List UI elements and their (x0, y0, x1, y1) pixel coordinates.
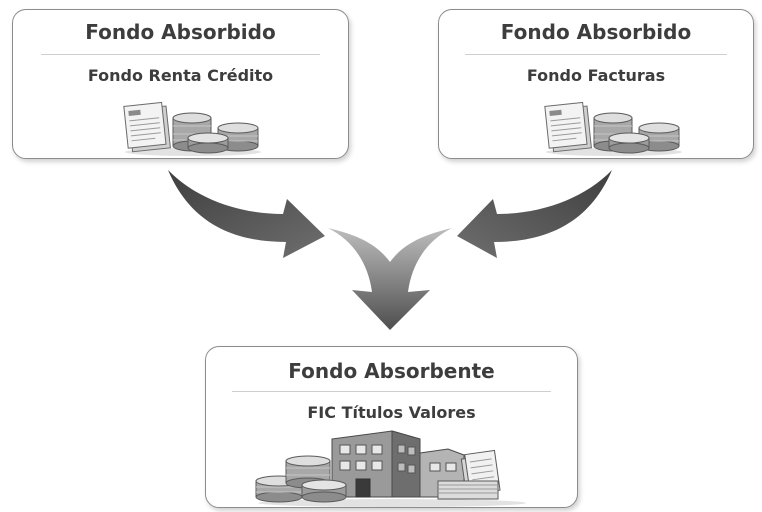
box-title: Fondo Absorbido (500, 20, 692, 44)
box-subtitle: Fondo Facturas (526, 66, 666, 85)
box-title: Fondo Absorbente (288, 359, 495, 383)
box-title: Fondo Absorbido (85, 20, 276, 44)
box-subtitle: FIC Títulos Valores (307, 403, 476, 422)
divider (41, 54, 320, 55)
arrow-right (457, 170, 612, 258)
source-fund-box-1: Fondo Absorbido Fondo Renta Crédito (12, 9, 349, 159)
documents-and-coins-icon (544, 101, 682, 156)
arrow-center (328, 228, 452, 330)
arrow-left (168, 170, 325, 258)
target-fund-box: Fondo Absorbente FIC Títulos Valores (205, 346, 578, 508)
box-subtitle: Fondo Renta Crédito (87, 66, 274, 85)
building-coins-documents-icon (255, 430, 526, 507)
divider (232, 391, 551, 392)
divider (465, 54, 727, 55)
documents-and-coins-icon (123, 101, 261, 156)
source-fund-box-2: Fondo Absorbido Fondo Facturas (438, 9, 754, 159)
